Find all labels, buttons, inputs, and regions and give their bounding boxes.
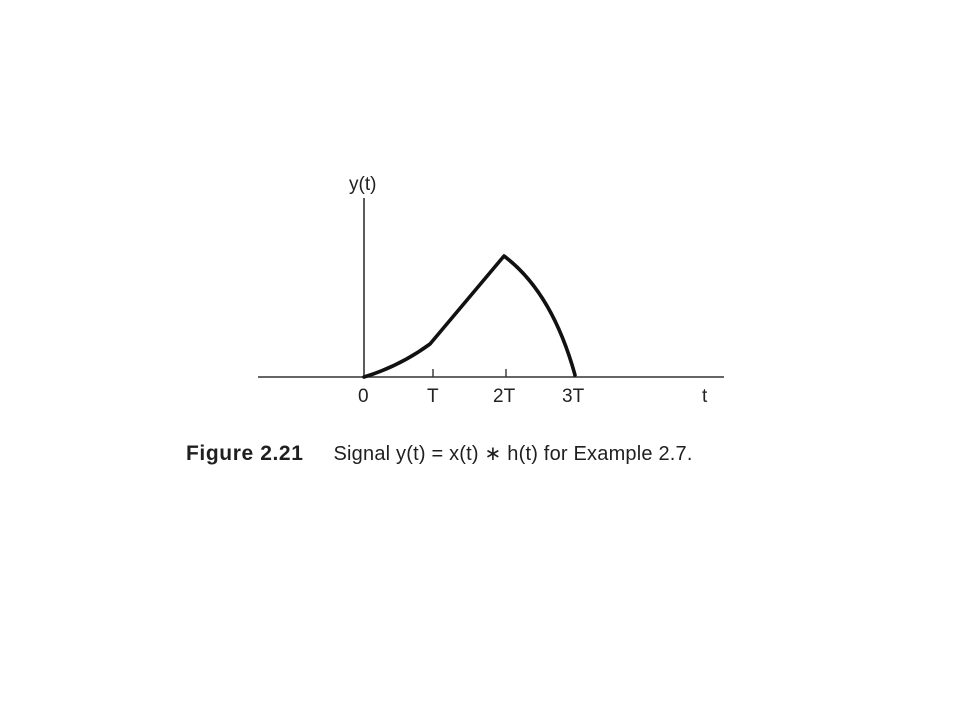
signal-curve <box>362 254 577 379</box>
tick-label-0: 0 <box>358 386 369 407</box>
tick-label-3T: 3T <box>562 386 585 407</box>
tick-label-2T: 2T <box>493 386 516 407</box>
caption-label: Figure 2.21 <box>186 442 304 465</box>
tick-label-T: T <box>427 386 439 407</box>
x-axis-label: t <box>702 386 708 407</box>
figure-caption: Figure 2.21 Signal y(t) = x(t) ∗ h(t) for… <box>186 441 693 466</box>
caption-text: Signal y(t) = x(t) ∗ h(t) for Example 2.… <box>333 443 693 465</box>
y-axis-label: y(t) <box>349 174 376 195</box>
